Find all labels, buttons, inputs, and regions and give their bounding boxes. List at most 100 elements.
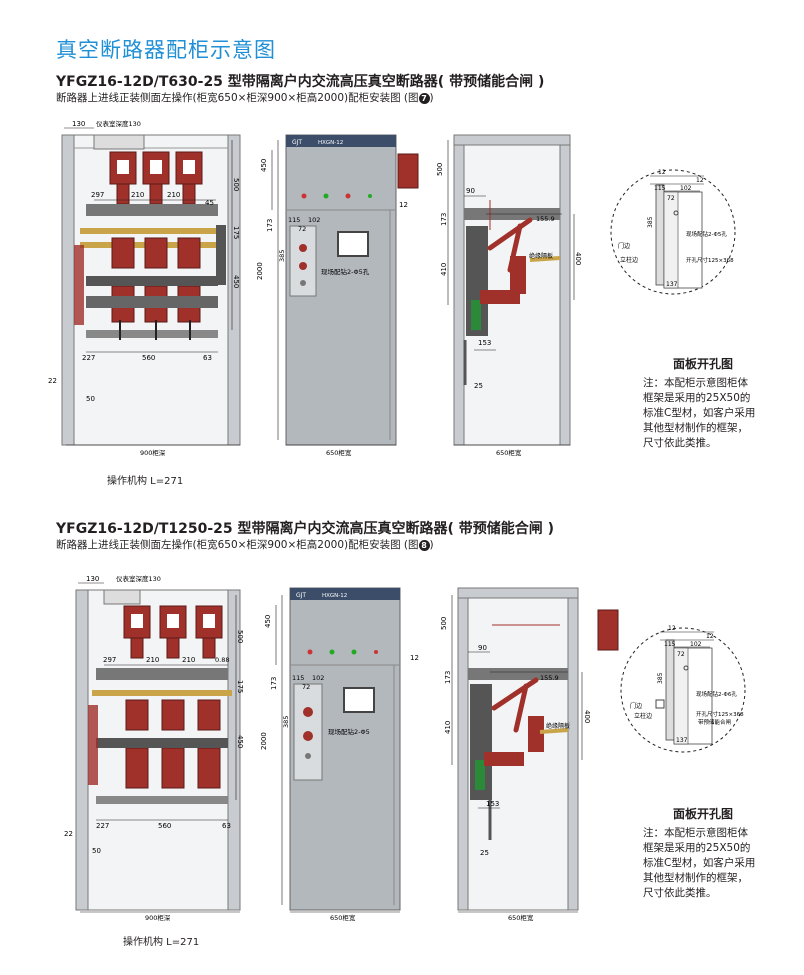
dim-130: 130 — [72, 120, 85, 128]
dim-560: 560 — [158, 822, 171, 830]
dim-173: 173 — [440, 213, 448, 226]
dim-25: 25 — [480, 849, 489, 857]
instrument-room-label: 仪表室深度130 — [116, 574, 161, 583]
dim-102: 102 — [690, 641, 702, 648]
dim-12: 12 — [399, 201, 408, 209]
dim-175: 175 — [232, 226, 240, 239]
section-2-mechanism-label: 操作机构 L=271 — [123, 937, 200, 948]
dim-210: 210 — [182, 656, 195, 664]
panel-view: GJT HXGN-12 450 173 12 115 102 72 385 20… — [256, 134, 408, 457]
dim-560: 560 — [142, 354, 155, 362]
dim-400: 400 — [574, 252, 582, 265]
dim-153: 153 — [478, 339, 491, 347]
front-view: 130 仪表室深度130 297 210 210 45 500 175 450 … — [48, 119, 241, 457]
dim-410: 410 — [444, 721, 452, 734]
section-2-heading: YFGZ16-12D/T1250-25 型带隔离户内交流高压真空断路器( 带预储… — [56, 521, 555, 537]
page-title: 真空断路器配柜示意图 — [56, 38, 276, 62]
dim-210: 210 — [146, 656, 159, 664]
dim-175: 175 — [236, 680, 244, 693]
dim-173: 173 — [266, 219, 274, 232]
dim-385: 385 — [647, 216, 654, 228]
model-label: HXGN-12 — [318, 140, 343, 146]
panel-cutout-detail: 12 12 115 102 72 385 137 现场配钻2-Φ6孔 门边 立柱… — [620, 625, 746, 753]
section-1-subtitle: 断路器上进线正装侧面左操作(柜宽650×柜深900×柜高2000)配柜安装图 (… — [56, 92, 434, 104]
dim-115: 115 — [292, 674, 304, 682]
dim-12: 12 — [668, 625, 676, 632]
brand-label: GJT — [292, 139, 302, 146]
dim-130: 130 — [86, 575, 99, 583]
dim-2000: 2000 — [256, 262, 264, 280]
dim-500: 500 — [236, 630, 244, 643]
post-edge-label: 立柱边 — [634, 712, 652, 720]
dim-50: 50 — [86, 395, 95, 403]
dim-385: 385 — [278, 250, 286, 262]
dim-72: 72 — [667, 195, 675, 202]
section-2-drawings: 130 仪表室深度130 297 210 210 0.88 500 175 45… — [64, 574, 746, 922]
hole-size-label: 开孔尺寸125×368 — [686, 256, 734, 264]
dim-12: 12 — [706, 633, 714, 640]
dim-450: 450 — [264, 615, 272, 628]
dim-115: 115 — [288, 216, 300, 224]
dim-500: 500 — [436, 163, 444, 176]
dim-173: 173 — [444, 671, 452, 684]
cabinet-depth-label: 900柜深 — [140, 448, 166, 457]
cabinet-width-label: 650柜宽 — [326, 448, 352, 457]
dim-45: 45 — [205, 199, 214, 207]
figure-number-badge: 8 — [418, 540, 430, 551]
figure-number-badge: 7 — [418, 93, 430, 104]
dim-410: 410 — [440, 263, 448, 276]
panel-cutout-detail: 12 12 115 102 72 385 137 现场配钻2-Φ5孔 门边 立柱… — [610, 169, 736, 295]
hole-note: 现场配钻2-Φ5孔 — [686, 230, 727, 238]
cabinet-width-label: 650柜宽 — [508, 913, 534, 922]
dim-210: 210 — [131, 191, 144, 199]
dim-12: 12 — [696, 177, 704, 184]
door-edge-label: 门边 — [618, 242, 630, 250]
dim-137: 137 — [666, 281, 678, 288]
dim-500: 500 — [440, 617, 448, 630]
section-1-mechanism-label: 操作机构 L=271 — [107, 476, 184, 487]
dim-25: 25 — [474, 382, 483, 390]
brand-label: GJT — [296, 592, 306, 599]
insulating-plate-label: 绝缘隔板 — [546, 722, 570, 730]
dim-297: 297 — [91, 191, 104, 199]
dim-450: 450 — [260, 159, 268, 172]
dim-500: 500 — [232, 178, 240, 191]
dim-12: 12 — [410, 654, 419, 662]
pre-storage-label: 带预储能合闸 — [698, 718, 731, 726]
dim-22: 22 — [48, 377, 57, 385]
dim-90: 90 — [466, 187, 475, 195]
dim-102: 102 — [680, 185, 692, 192]
dim-297: 297 — [103, 656, 116, 664]
dim-153: 153 — [486, 800, 499, 808]
dim-173: 173 — [270, 677, 278, 690]
hole-size-label: 开孔尺寸125×368 — [696, 710, 744, 718]
hole-note: 现场配钻2-Φ5孔 — [321, 267, 370, 276]
dim-155-9: 155.9 — [540, 674, 559, 682]
dim-72: 72 — [302, 683, 310, 691]
dim-385: 385 — [657, 672, 664, 684]
section-1-drawings: 130 仪表室深度130 297 210 210 45 500 175 450 … — [48, 119, 736, 457]
dim-22: 22 — [64, 830, 73, 838]
interior-view: 500 173 410 90 155.9 400 绝缘隔板 153 25 650… — [440, 587, 619, 922]
dim-227: 227 — [96, 822, 109, 830]
dim-155-9: 155.9 — [536, 215, 555, 223]
dim-115: 115 — [654, 185, 666, 192]
section-2-note: 注：本配柜示意图柜体框架是采用的25X50的标准C型材，如客户采用其他型材制作的… — [643, 827, 756, 899]
cabinet-width-label: 650柜宽 — [330, 913, 356, 922]
instrument-room-label: 仪表室深度130 — [96, 119, 141, 128]
dim-102: 102 — [312, 674, 324, 682]
dim-12: 12 — [658, 169, 666, 176]
section-1-detail-title: 面板开孔图 — [673, 357, 734, 371]
dim-210: 210 — [167, 191, 180, 199]
interior-view: 500 173 410 90 155.9 400 绝缘隔板 153 25 650… — [397, 134, 582, 457]
dim-045: 0.88 — [215, 656, 229, 664]
dim-115: 115 — [664, 641, 676, 648]
section-2-subtitle: 断路器上进线正装侧面左操作(柜宽650×柜深900×柜高2000)配柜安装图 (… — [56, 539, 434, 551]
dim-2000: 2000 — [260, 732, 268, 750]
dim-450: 450 — [232, 275, 240, 288]
dim-137: 137 — [676, 737, 688, 744]
door-edge-label: 门边 — [630, 702, 642, 710]
insulating-plate-label: 绝缘隔板 — [529, 252, 553, 260]
model-label: HXGN-12 — [322, 593, 347, 599]
